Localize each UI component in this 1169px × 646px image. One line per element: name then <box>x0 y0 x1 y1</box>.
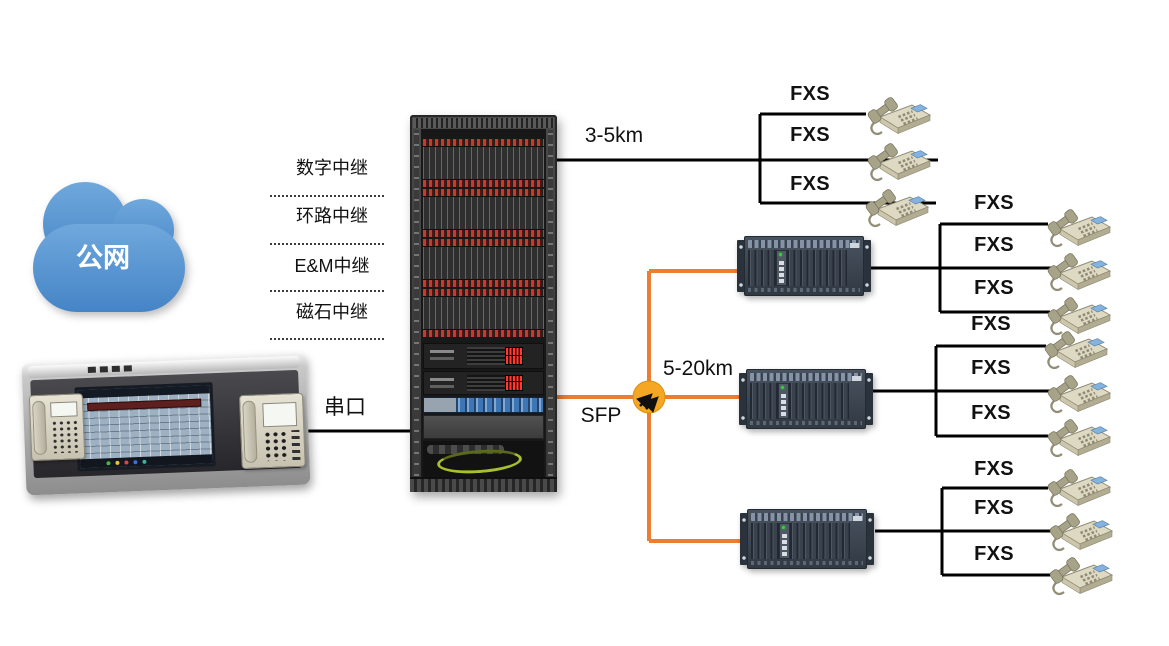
card-shelf <box>423 139 544 187</box>
handset <box>32 400 48 456</box>
telephone-icon <box>866 95 932 136</box>
dispatch-console <box>21 352 311 496</box>
telephone-icon <box>1046 373 1112 414</box>
telephone-icon <box>864 187 930 228</box>
screen-titlebar <box>77 385 210 399</box>
copper-lines <box>300 112 1056 577</box>
distance-label-remotes: 5-20km <box>662 357 734 380</box>
cpu-card <box>778 383 789 419</box>
fxs-label: FXS <box>974 458 1014 480</box>
cpu-card <box>779 523 790 559</box>
fxs-label: FXS <box>974 543 1014 565</box>
sfp-label: SFP <box>580 404 622 427</box>
card-shelf <box>423 239 544 287</box>
console-phone-right <box>238 392 306 470</box>
rack-vent <box>413 118 554 128</box>
fxs-label: FXS <box>790 83 830 105</box>
remote-unit-1 <box>737 236 871 296</box>
rack-cavity <box>421 129 546 477</box>
telephone-icon <box>1046 295 1112 336</box>
cable-bay <box>423 441 544 477</box>
console-phone-left <box>28 393 86 462</box>
phone-display <box>50 401 78 418</box>
trunk-label-em: E&M中继 <box>294 256 370 276</box>
phone-keypad <box>50 419 80 454</box>
telephone-icon <box>1048 555 1114 596</box>
optical-splitter-icon <box>632 380 666 414</box>
fxs-label: FXS <box>974 192 1014 214</box>
phone-keypad <box>263 430 289 462</box>
remote-unit-3 <box>740 509 874 569</box>
dotted-separator <box>270 243 384 245</box>
telephone-icon <box>1046 207 1112 248</box>
dotted-separator <box>270 195 384 197</box>
telephone-icon <box>1046 251 1112 292</box>
card-shelf <box>423 189 544 237</box>
console-touchscreen <box>74 382 216 472</box>
phone-side-buttons <box>291 429 301 461</box>
screen-taskbar <box>80 454 213 469</box>
fxs-label: FXS <box>971 313 1011 335</box>
telephone-icon <box>1046 417 1112 458</box>
interface-card-shelf <box>423 397 544 413</box>
blank-panel <box>423 415 544 439</box>
telephone-icon <box>1048 511 1114 552</box>
dotted-separator <box>270 338 384 340</box>
distance-label-rack-fxs: 3-5km <box>584 124 644 147</box>
power-supply-unit <box>423 371 544 395</box>
fxs-label: FXS <box>974 277 1014 299</box>
fxs-label: FXS <box>790 173 830 195</box>
rack-rail <box>414 130 419 476</box>
fxs-label: FXS <box>974 497 1014 519</box>
trunk-label-digital: 数字中继 <box>296 158 368 178</box>
dotted-separator <box>270 290 384 292</box>
public-network-cloud: 公网 <box>15 166 200 329</box>
main-pbx-rack <box>410 115 557 492</box>
fxs-label: FXS <box>971 402 1011 424</box>
cpu-card <box>776 250 787 286</box>
trunk-label-magneto: 磁石中继 <box>296 302 368 322</box>
fxs-label: FXS <box>971 357 1011 379</box>
rack-rail <box>548 130 553 476</box>
card-shelf <box>423 289 544 337</box>
trunk-label-loop: 环路中继 <box>296 206 368 226</box>
handset <box>242 400 258 464</box>
serial-port-label: 串口 <box>324 396 366 419</box>
cloud-label: 公网 <box>76 243 130 273</box>
telephone-icon <box>866 141 932 182</box>
grounding-cable <box>436 447 523 476</box>
remote-unit-2 <box>739 369 873 429</box>
telephone-icon <box>1043 329 1109 370</box>
fxs-label: FXS <box>974 234 1014 256</box>
rack-base <box>410 477 557 492</box>
phone-display <box>262 401 298 428</box>
power-supply-unit <box>423 343 544 369</box>
fxs-label: FXS <box>790 124 830 146</box>
telephone-icon <box>1046 467 1112 508</box>
screen-status-row <box>87 398 202 412</box>
